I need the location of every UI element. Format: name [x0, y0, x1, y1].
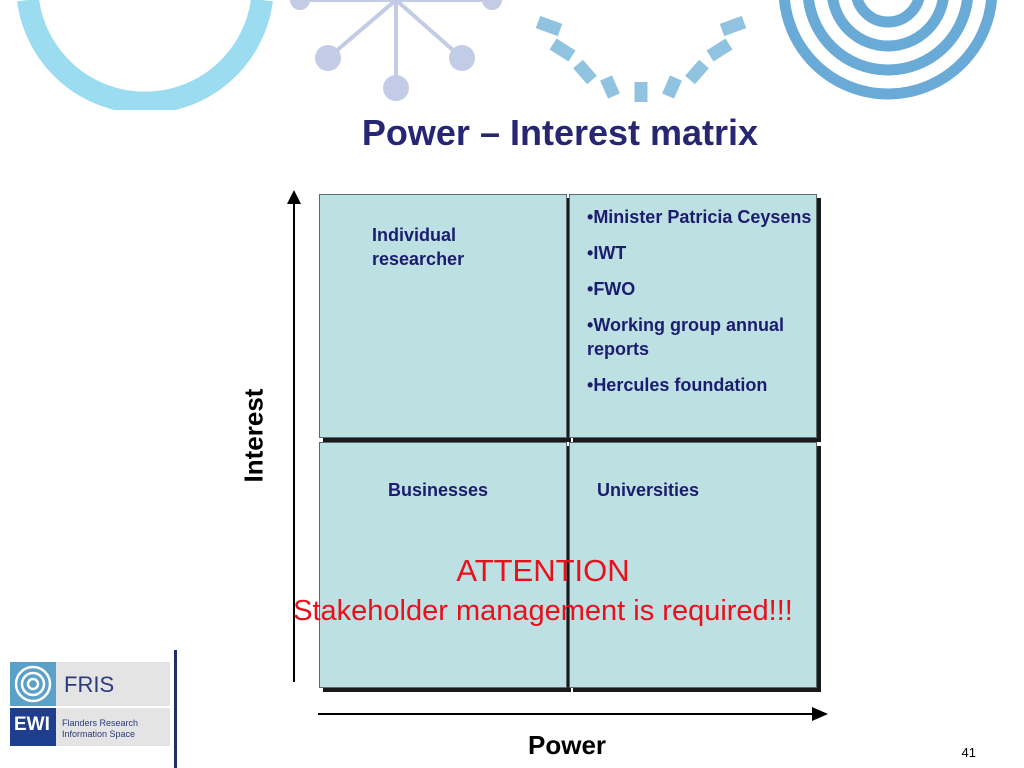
- molecule-decoration-icon: [290, 0, 502, 101]
- quadrant-bottom-right-label: Universities: [597, 480, 700, 500]
- page-number: 41: [961, 745, 976, 760]
- quadrant-bottom-left-label: Businesses: [388, 480, 489, 500]
- attention-heading: ATTENTION: [456, 553, 630, 588]
- header-decoration: [17, 0, 998, 110]
- spiral-decoration-icon: [778, 0, 998, 100]
- logo-divider: [174, 650, 177, 768]
- quadrant-top-left-label: Individual researcher: [372, 225, 465, 269]
- list-item: IWT: [587, 241, 812, 265]
- quadrant-bottom-left: [319, 442, 567, 688]
- sunburst-decoration-icon: [535, 15, 747, 102]
- quadrant-top-right-list: Minister Patricia Ceysens IWT FWO Workin…: [587, 205, 812, 409]
- list-item: Hercules foundation: [587, 373, 812, 397]
- x-axis-arrow: [318, 707, 828, 721]
- logo-subtitle-line1: Flanders Research: [62, 718, 139, 728]
- list-item: Minister Patricia Ceysens: [587, 205, 812, 229]
- y-axis-label: Interest: [238, 388, 269, 483]
- attention-message: Stakeholder management is required!!!: [293, 595, 793, 627]
- fris-logo-text: FRIS: [64, 672, 115, 697]
- quadrant-bottom-right: [569, 442, 817, 688]
- fris-ewi-logo: FRIS EWI Flanders Research Information S…: [10, 662, 170, 752]
- logo-subtitle-line2: Information Space: [62, 729, 136, 739]
- quadrant-top-left: [319, 194, 567, 438]
- x-axis-label: Power: [528, 730, 607, 760]
- slide-title: Power – Interest matrix: [361, 112, 759, 153]
- list-item: Working group annual reports: [587, 313, 812, 361]
- ewi-badge-text: EWI: [14, 714, 50, 735]
- list-item: FWO: [587, 277, 812, 301]
- fris-logo-graphic: [10, 662, 170, 746]
- y-axis-arrow: [287, 190, 301, 682]
- ring-decoration-icon: [17, 0, 273, 110]
